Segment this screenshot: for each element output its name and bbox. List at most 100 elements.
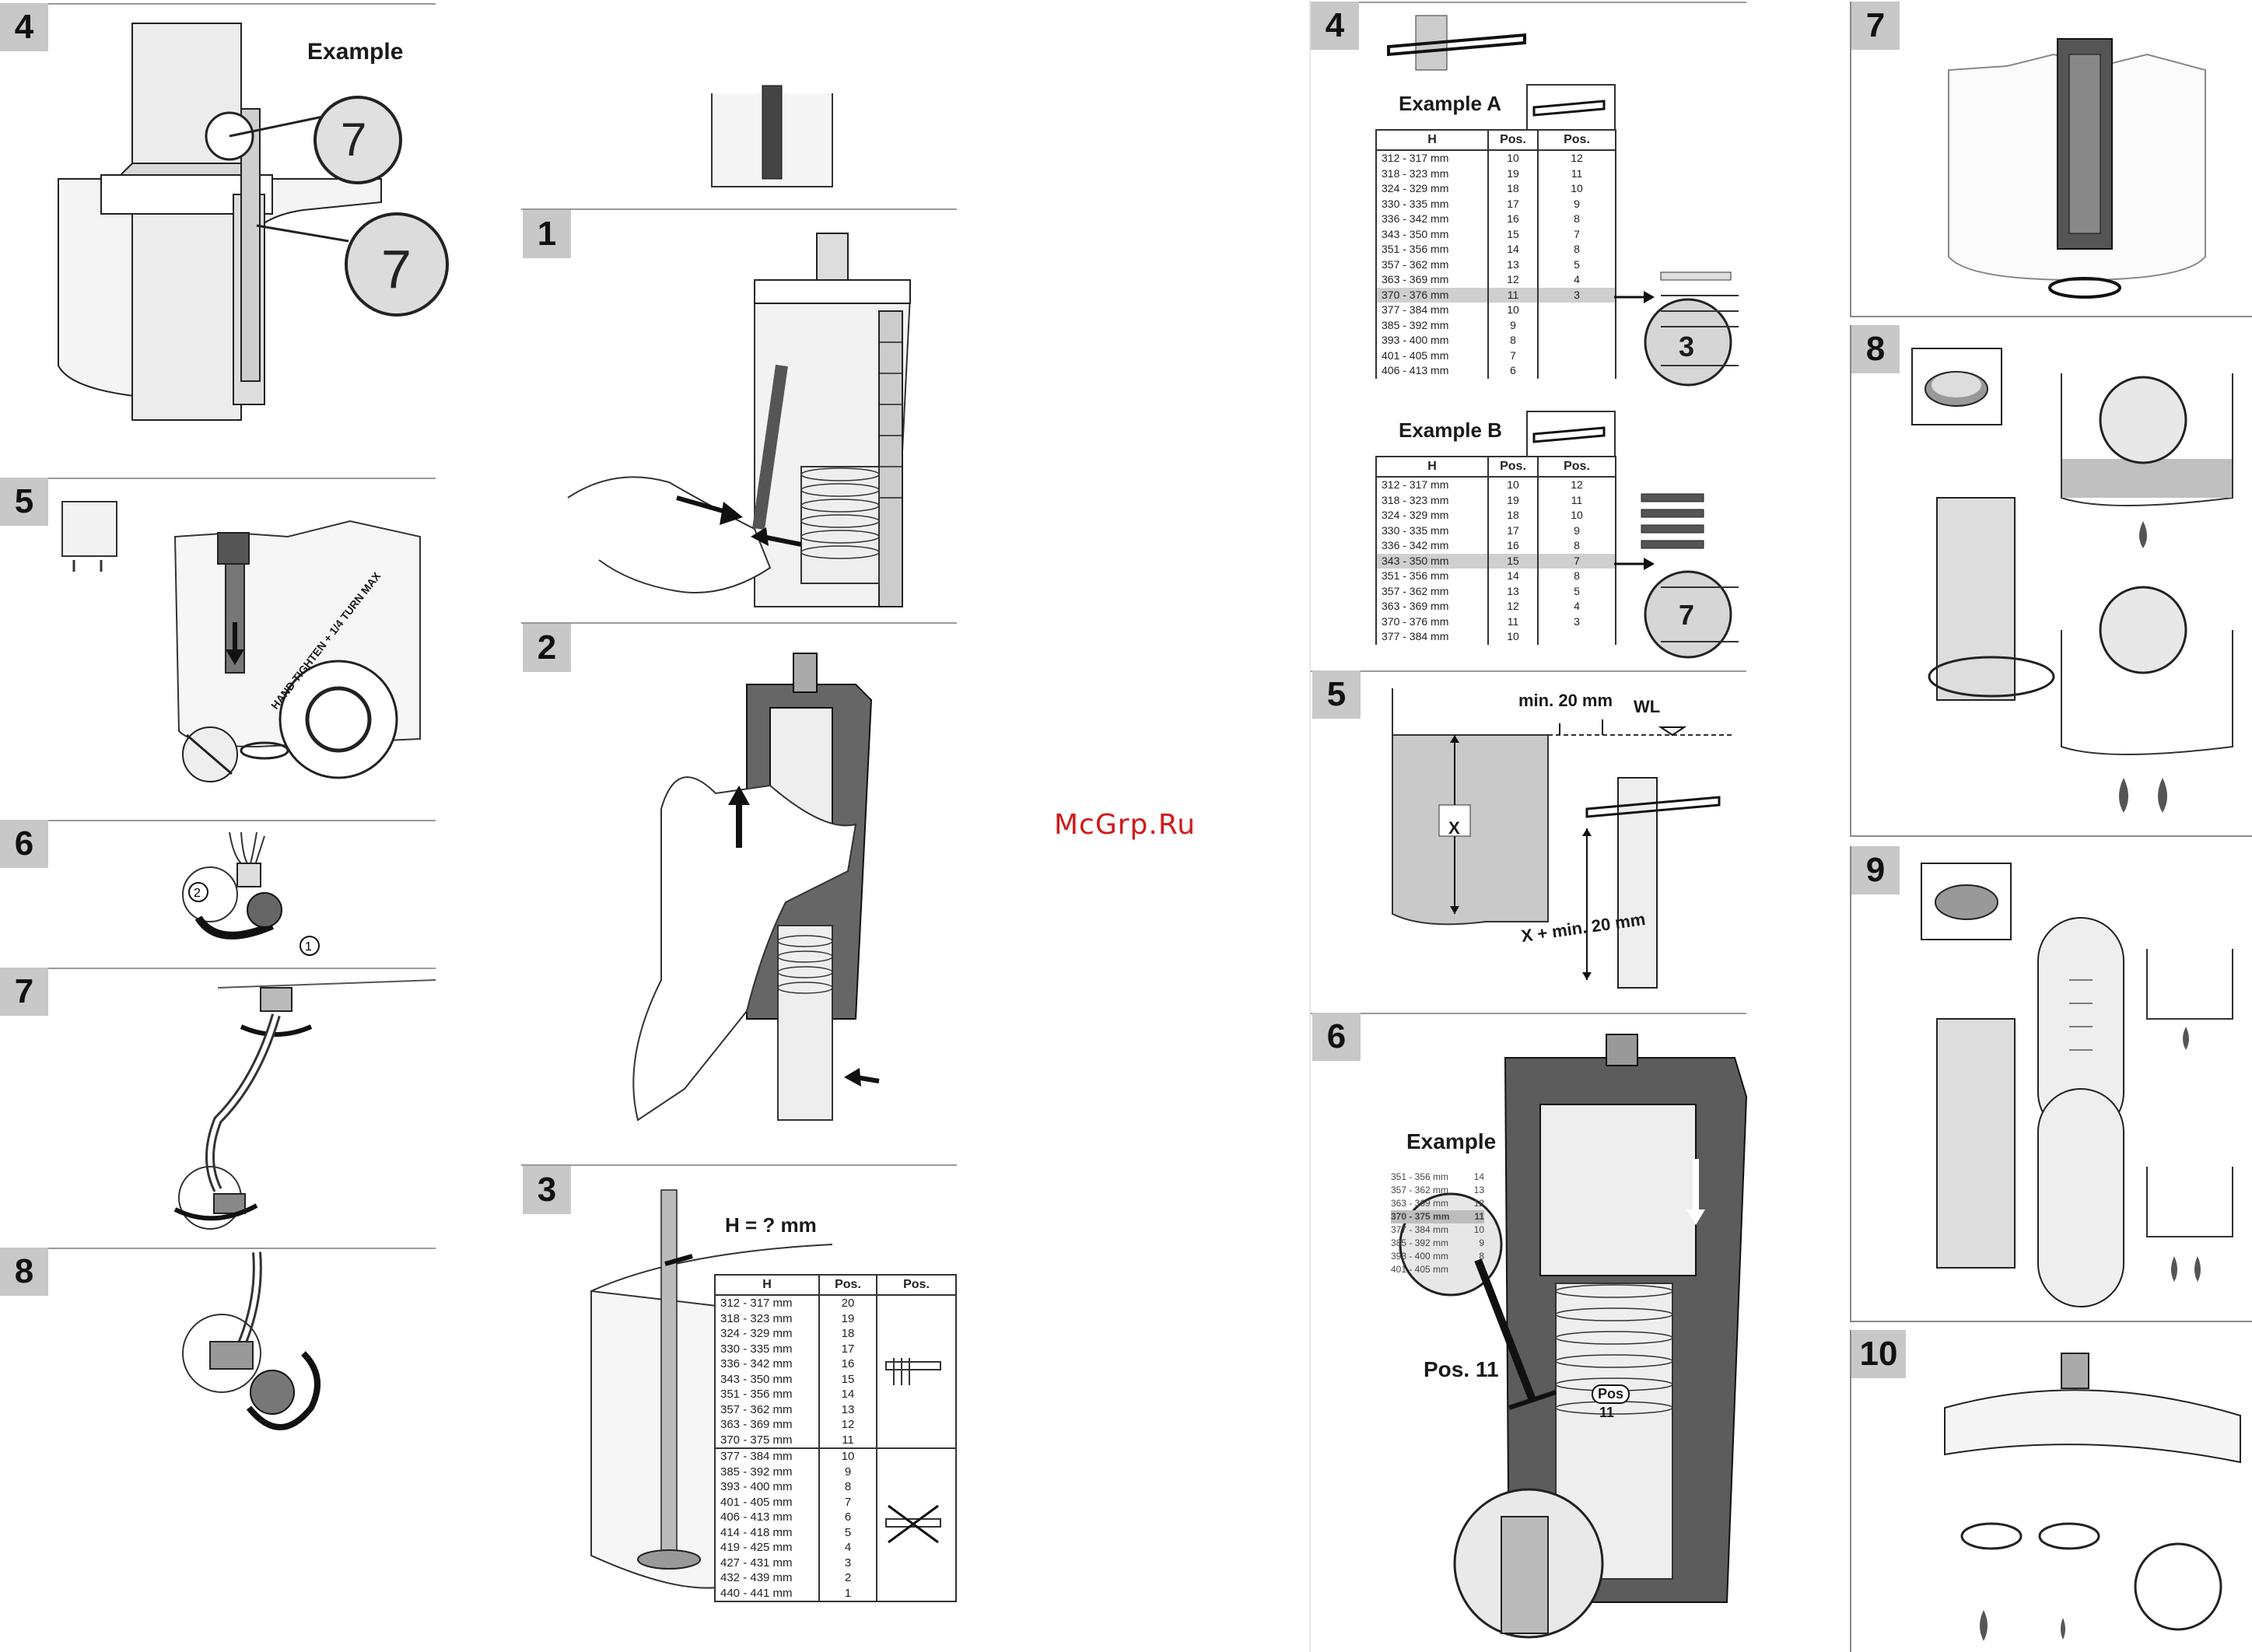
example-a-row-h: 377 - 384 mm — [1375, 303, 1489, 318]
step3-row-h: 440 - 441 mm — [714, 1585, 820, 1602]
step3-row-pos: 11 — [818, 1432, 877, 1448]
step3-h-label: H = ? mm — [725, 1213, 817, 1237]
wl-label: WL — [1634, 697, 1661, 716]
step6-example-label: Example — [1406, 1129, 1497, 1153]
step3-row-h: 406 - 413 mm — [714, 1510, 820, 1525]
example-a-row-h: 385 - 392 mm — [1375, 317, 1489, 333]
step3-icon-noclip-cell — [876, 1447, 957, 1602]
example-a-row-pos: 6 — [1487, 363, 1539, 379]
left-step-4-label: 4 — [0, 3, 48, 51]
step3-row-pos: 9 — [818, 1464, 877, 1479]
example-a-row-pos: 17 — [1487, 196, 1539, 212]
mini-row: 385 - 392 mm 9 — [1391, 1237, 1484, 1248]
right-step4-rule — [1311, 2, 1746, 3]
pos-badge-number: 11 — [1599, 1405, 1615, 1420]
example-a-row-pos2: 7 — [1537, 226, 1616, 242]
mid-step3-rule — [521, 1164, 957, 1166]
far-step-10-label: 10 — [1851, 1330, 1906, 1378]
step3-row-h: 377 - 384 mm — [714, 1447, 820, 1465]
left-step5-rule — [0, 478, 436, 479]
example-b-row-pos: 11 — [1487, 614, 1539, 629]
step3-row-pos: 12 — [818, 1417, 877, 1433]
example-b-row-pos2: 8 — [1537, 569, 1616, 584]
left-step8-rule — [0, 1248, 436, 1249]
cistern-fill-valve-illustration — [54, 490, 436, 793]
flush-adjust-illustration — [1906, 856, 2248, 1314]
example-b-row-h: 351 - 356 mm — [1375, 569, 1489, 584]
example-a-title: Example A — [1399, 92, 1501, 115]
far-step-8-label: 8 — [1851, 325, 1900, 373]
example-a-row-pos: 10 — [1487, 303, 1539, 318]
svg-text:7: 7 — [381, 239, 412, 299]
step3-row-h: 419 - 425 mm — [714, 1540, 820, 1556]
step3-header-pos-icon: Pos. — [876, 1274, 957, 1296]
example-a-row-pos: 19 — [1487, 166, 1539, 181]
step3-row-h: 401 - 405 mm — [714, 1494, 820, 1510]
example-b-row-pos2 — [1537, 629, 1616, 645]
step3-row-h: 324 - 329 mm — [714, 1326, 820, 1342]
example-a-row-pos-highlight: 11 — [1487, 287, 1539, 303]
step3-row-h: 336 - 342 mm — [714, 1356, 820, 1372]
example-a-callout-number: 3 — [1679, 331, 1695, 362]
step3-row-pos: 19 — [818, 1311, 877, 1326]
step3-row-pos: 10 — [818, 1447, 877, 1465]
step3-row-h: 370 - 375 mm — [714, 1432, 820, 1448]
step3-row-pos: 16 — [818, 1356, 877, 1372]
no-clip-icon — [885, 1504, 941, 1543]
example-a-row-h: 318 - 323 mm — [1375, 166, 1489, 181]
left-step6-rule — [0, 820, 436, 821]
step6-mini-table: 351 - 356 mm 14 357 - 362 mm 13 363 - 36… — [1391, 1171, 1484, 1276]
cistern-top-preview — [708, 78, 840, 194]
left-step-8-label: 8 — [0, 1248, 48, 1296]
mini-row: 393 - 400 mm 8 — [1391, 1251, 1484, 1262]
left-step-7-label: 7 — [0, 968, 48, 1016]
svg-text:7: 7 — [341, 114, 366, 166]
mini-row: 401 - 405 mm — [1391, 1264, 1449, 1275]
example-a-row-pos2: 8 — [1537, 212, 1616, 227]
far-step8-frame — [1850, 325, 2252, 837]
pos-11-label: Pos. 11 — [1424, 1357, 1499, 1381]
step3-row-pos: 8 — [818, 1479, 877, 1495]
left-step7-rule — [0, 968, 436, 969]
example-a-row-h: 336 - 342 mm — [1375, 212, 1489, 227]
step3-row-pos: 7 — [818, 1494, 877, 1510]
mid-step2-rule — [521, 622, 957, 624]
example-a-row-pos: 10 — [1487, 150, 1539, 166]
example-a-row-h: 351 - 356 mm — [1375, 242, 1489, 257]
flush-valve-release-illustration — [568, 233, 941, 614]
example-a-clip-icon — [1526, 84, 1616, 131]
example-a-row-pos: 8 — [1487, 333, 1539, 348]
example-a-row-pos2 — [1537, 348, 1616, 363]
example-a-row-pos: 16 — [1487, 212, 1539, 227]
example-a-row-pos2 — [1537, 317, 1616, 333]
mid-step-1-label: 1 — [523, 210, 571, 258]
example-a-row-h: 363 - 369 mm — [1375, 272, 1489, 288]
step3-row-pos: 13 — [818, 1402, 877, 1417]
step3-row-pos: 2 — [818, 1570, 877, 1586]
step3-row-pos: 1 — [818, 1585, 877, 1602]
valve-position-setting-illustration — [1400, 1034, 1746, 1649]
step6-marker-2: 2 — [194, 887, 201, 900]
mid-step-2-label: 2 — [523, 624, 571, 672]
far-step-7-label: 7 — [1851, 2, 1900, 50]
example-b-row-h: 363 - 369 mm — [1375, 599, 1489, 614]
clip-overview-icon — [1385, 12, 1532, 74]
example-a-row-h: 401 - 405 mm — [1375, 348, 1489, 363]
example-a-row-pos: 14 — [1487, 242, 1539, 257]
example-b-callout-illustration — [1614, 478, 1746, 673]
example-b-row-pos2: 12 — [1537, 477, 1616, 493]
example-a-row-pos: 15 — [1487, 226, 1539, 242]
example-b-title: Example B — [1399, 418, 1502, 442]
example-a-row-h: 343 - 350 mm — [1375, 226, 1489, 242]
step3-row-h: 357 - 362 mm — [714, 1402, 820, 1417]
far-step7-frame — [1850, 2, 2252, 317]
example-b-row-pos2: 5 — [1537, 583, 1616, 599]
example-b-row-h: 312 - 317 mm — [1375, 477, 1489, 493]
cistern-valve-illustration: 7 7 — [54, 23, 436, 428]
watermark-text: McGrp.Ru — [1054, 809, 1196, 841]
example-b-row-pos: 19 — [1487, 492, 1539, 508]
right-step-6-label: 6 — [1312, 1013, 1361, 1061]
mini-row: 351 - 356 mm 14 — [1391, 1171, 1484, 1182]
example-b-row-pos2-highlight: 7 — [1537, 553, 1616, 569]
